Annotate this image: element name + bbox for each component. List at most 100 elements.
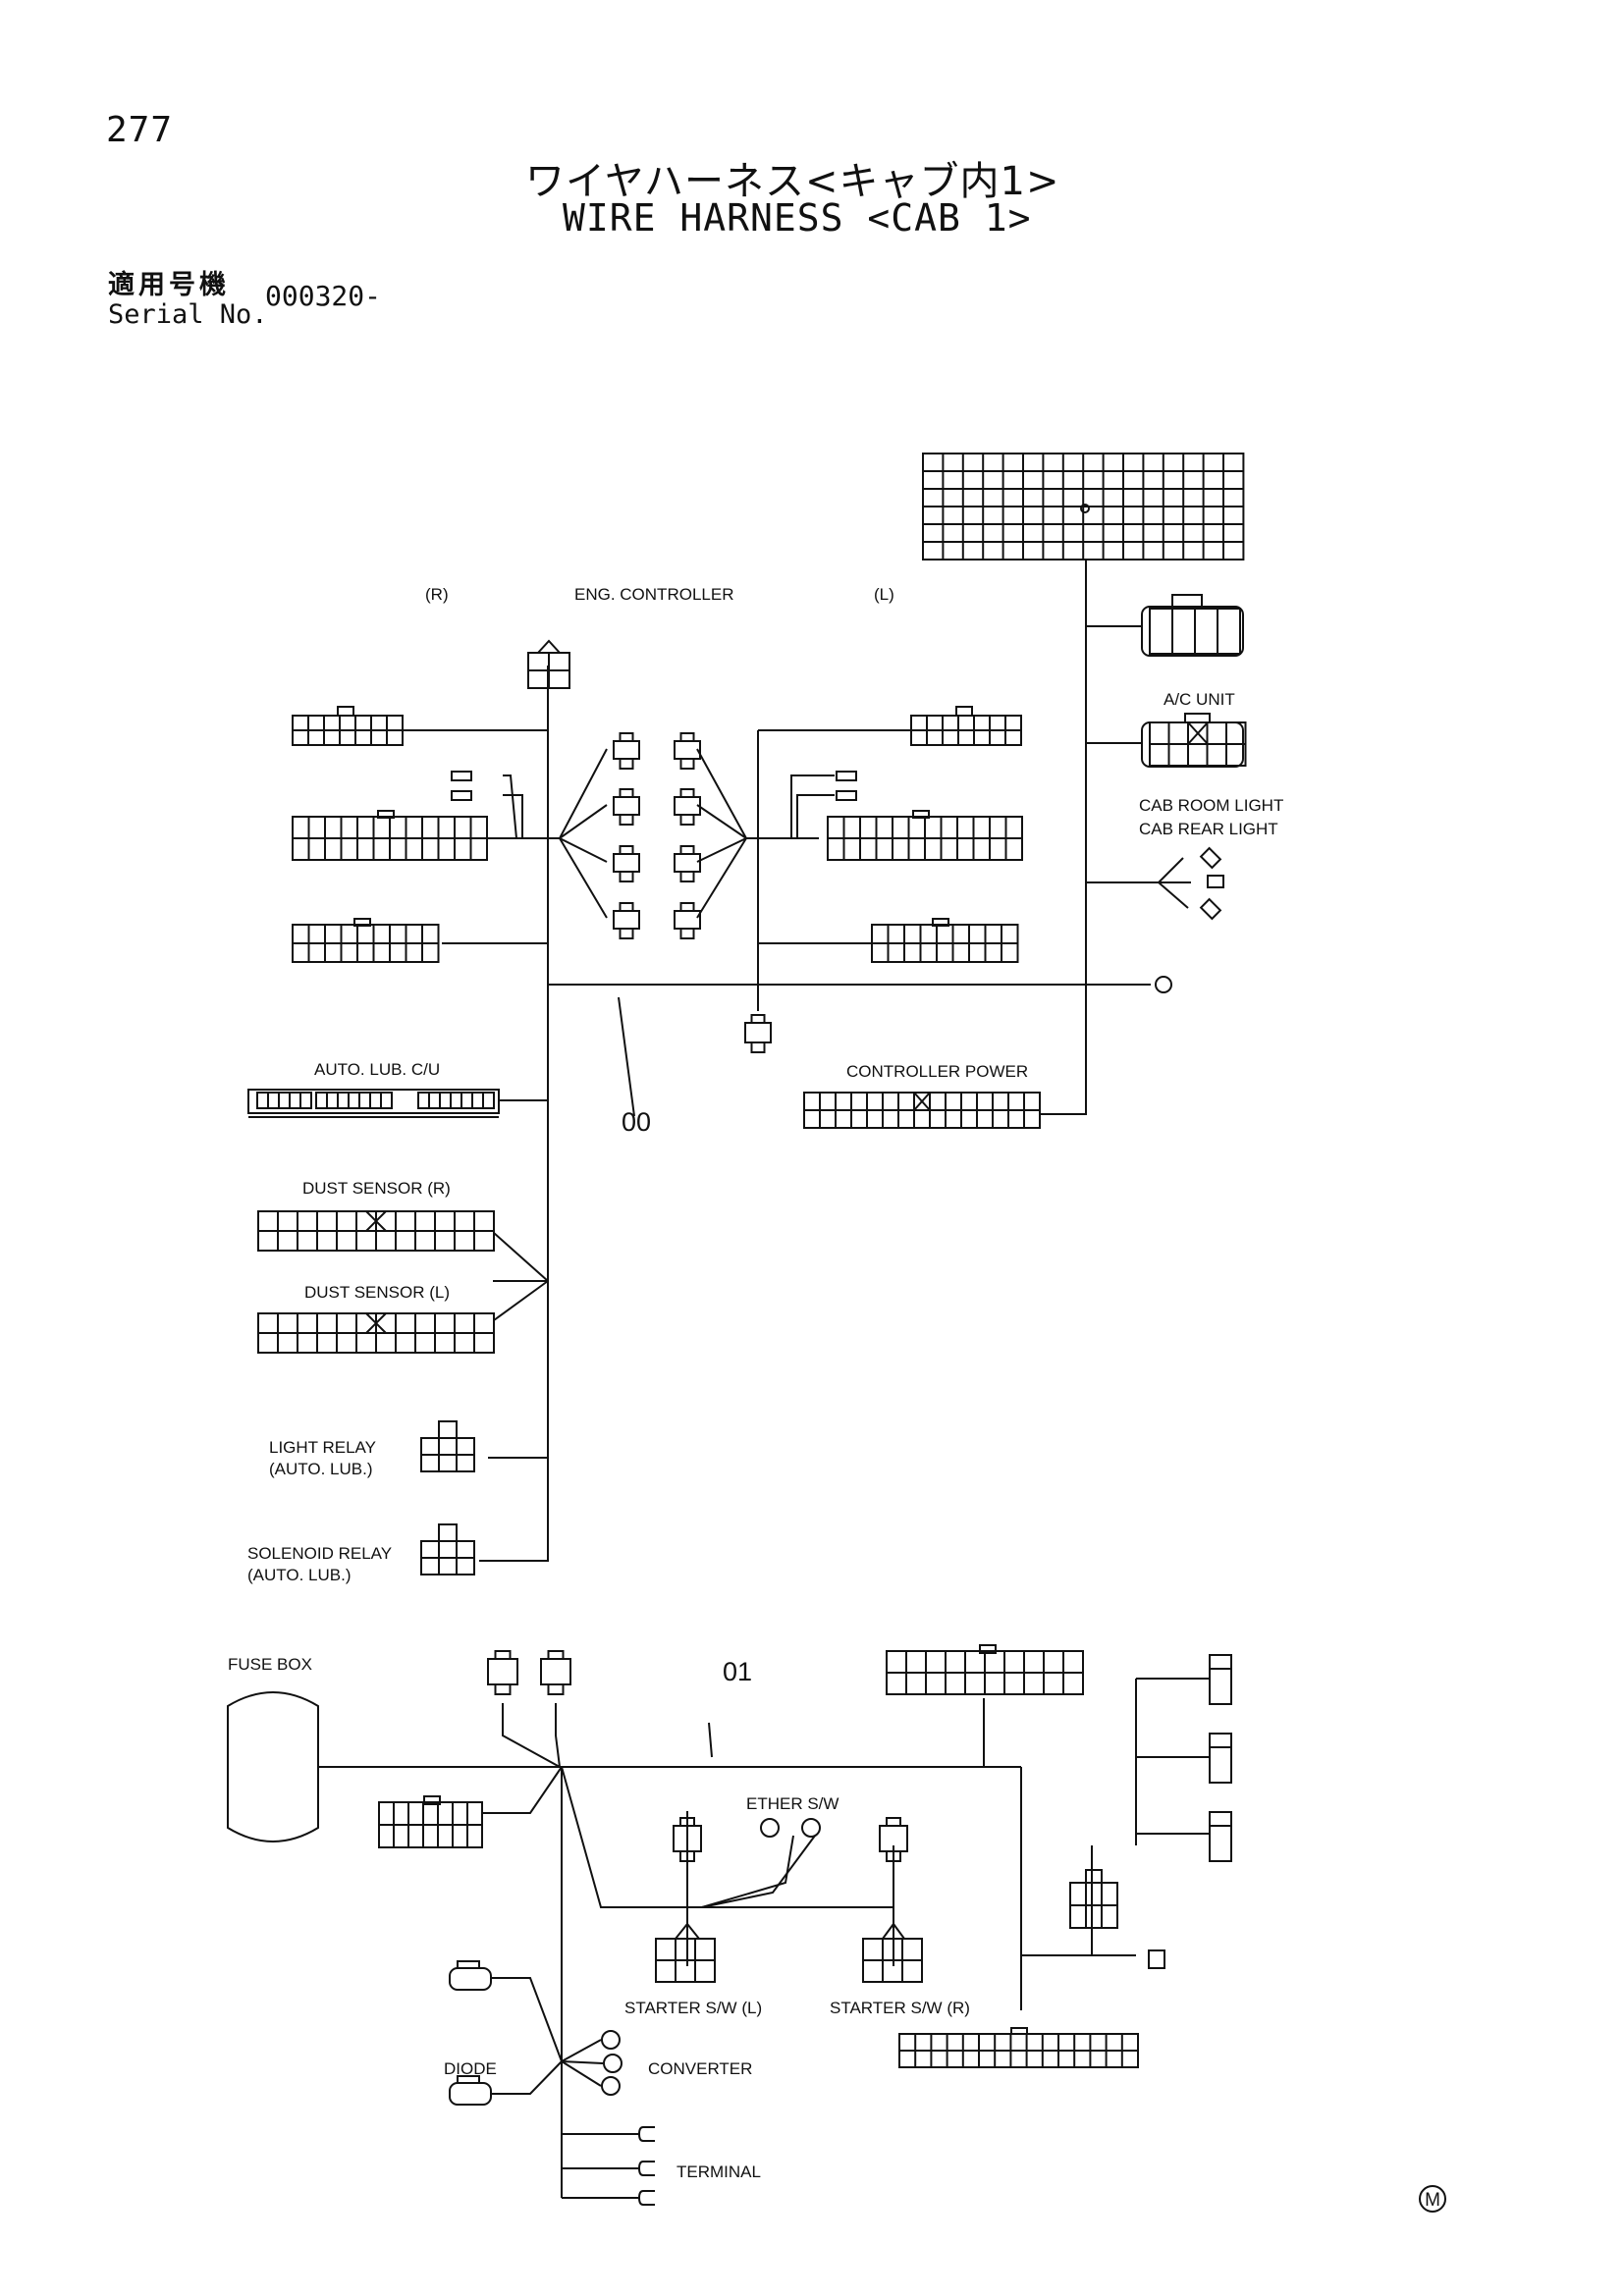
pin-cross	[913, 1092, 931, 1111]
r-side-pin-2	[451, 790, 472, 801]
eng-controller-r-plug-1	[613, 732, 640, 770]
ether-sw-plug-r	[879, 1817, 908, 1862]
wire-segment	[561, 1766, 794, 1908]
side-l-label: (L)	[874, 585, 894, 604]
dust-sensor-r-label: DUST SENSOR (R)	[302, 1179, 451, 1198]
wire-segment	[479, 666, 549, 1562]
diode-label: DIODE	[444, 2059, 497, 2078]
plug-tail	[619, 758, 634, 770]
serial-label-english: Serial No.	[108, 299, 268, 330]
fork-terminal	[629, 2126, 655, 2142]
side-connector-1	[1209, 1654, 1232, 1705]
ac-unit-connector	[1141, 713, 1247, 768]
fuse-box	[227, 1691, 319, 1842]
eng-controller-l-plug-2	[674, 788, 701, 826]
wire-segment	[796, 794, 835, 838]
bullet-terminal	[1207, 875, 1224, 888]
connector-cap	[882, 1922, 905, 1940]
plug-tail	[679, 814, 695, 826]
pin-cross	[365, 1312, 387, 1334]
wire-segment	[503, 774, 517, 839]
plug-tail	[679, 928, 695, 939]
socket-body	[1148, 1949, 1165, 1969]
dust-sensor-r-connector	[257, 1210, 495, 1252]
solenoid-relay-connector	[420, 1523, 475, 1575]
pin-cross	[365, 1210, 387, 1232]
wire-segment	[561, 2039, 602, 2062]
ether-sw-ring-1	[760, 1818, 780, 1838]
bullet-terminal	[1199, 846, 1222, 870]
connector-latch	[457, 2075, 480, 2084]
connector-latch	[1171, 594, 1203, 608]
ground-ring-terminal	[1155, 976, 1172, 993]
plug-cap	[619, 902, 634, 911]
eng-controller-r-plug-2	[613, 788, 640, 826]
plug-cap	[619, 788, 634, 797]
pin-head	[836, 771, 857, 781]
right-connector-c1	[1141, 594, 1244, 657]
harness-01-leader	[708, 1722, 713, 1758]
plug-cap	[679, 788, 695, 797]
ether-sw-plug-l	[673, 1817, 702, 1862]
top-right-multi-connector	[922, 453, 1245, 561]
plug-cap	[679, 902, 695, 911]
wire-segment	[502, 1703, 561, 1768]
plug-tail	[750, 1041, 766, 1053]
left-mid-connector	[378, 1795, 483, 1848]
pin-head	[836, 790, 857, 801]
plug-cap	[679, 732, 695, 741]
harness-number-00: 00	[622, 1107, 651, 1137]
plug-body	[540, 1658, 571, 1685]
light-relay-connector	[420, 1420, 475, 1472]
plug-body	[487, 1658, 518, 1685]
wire-segment	[1041, 560, 1087, 1115]
side-r-label: (R)	[425, 585, 449, 604]
starter-sw-l-connector	[655, 1922, 716, 1983]
wire-segment	[548, 804, 608, 839]
ether-sw-ring-2	[801, 1818, 821, 1838]
wire-segment	[481, 1766, 563, 1814]
plug-tail	[547, 1683, 565, 1695]
wire-segment	[1158, 881, 1189, 909]
ring-terminal	[1155, 976, 1172, 993]
auto-lub-cu-connector	[247, 1089, 500, 1118]
l-side-pin-1	[836, 771, 857, 781]
plug-body	[613, 853, 640, 873]
cab-rear-light-terminal-2	[1199, 897, 1222, 921]
solenoid-relay-sublabel: (AUTO. LUB.)	[247, 1566, 351, 1584]
connector-body	[438, 1420, 458, 1439]
wire-segment	[493, 1232, 549, 1282]
plug-cap	[619, 732, 634, 741]
plug-cap	[494, 1650, 512, 1659]
title-japanese: ワイヤハーネス<キャブ内1>	[525, 159, 1060, 204]
plug-body	[674, 740, 701, 760]
connector-body	[1209, 1733, 1232, 1784]
wire-segment	[790, 774, 835, 838]
harness-wires	[318, 560, 1210, 2199]
plug-body	[613, 796, 640, 816]
side-connector-3	[1209, 1811, 1232, 1862]
wire-segment	[1158, 857, 1184, 883]
dust-sensor-l-label: DUST SENSOR (L)	[304, 1283, 450, 1302]
wire-segment	[491, 2060, 563, 2095]
connector-latch	[979, 1644, 997, 1654]
controller-power-connector	[803, 1092, 1041, 1129]
plug-body	[613, 910, 640, 930]
pin-head	[451, 790, 472, 801]
r-connector-a	[292, 706, 404, 746]
side-connector-2	[1209, 1733, 1232, 1784]
plug-cap	[619, 845, 634, 854]
converter-label: CONVERTER	[648, 2059, 752, 2078]
plug-tail	[494, 1683, 512, 1695]
fuse-plug-2	[540, 1650, 571, 1695]
harness-connectors	[227, 453, 1247, 2206]
diode-body	[449, 1967, 492, 1991]
l-connector-a	[910, 706, 1022, 746]
serial-label-japanese: 適用号機	[108, 270, 230, 300]
ether-sw-label: ETHER S/W	[746, 1794, 839, 1813]
cab-rear-light-label: CAB REAR LIGHT	[1139, 820, 1278, 838]
connector-body	[315, 1092, 393, 1109]
diode-plug-1	[449, 1960, 492, 1991]
r-connector-b	[292, 810, 488, 861]
